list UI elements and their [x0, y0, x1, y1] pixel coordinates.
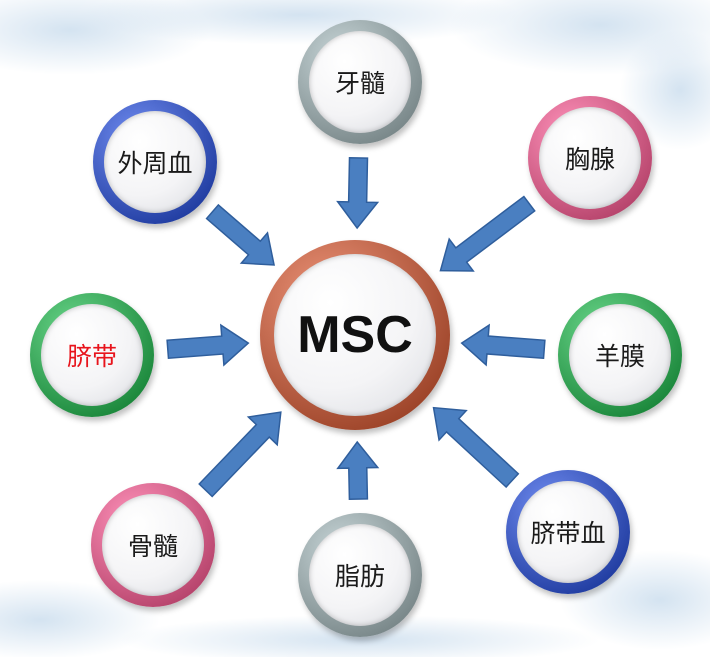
flow-arrow [205, 203, 276, 266]
source-node-adipose: 脂肪 [298, 513, 422, 637]
flow-arrow [198, 411, 282, 498]
source-node-dental-pulp: 牙髓 [298, 20, 422, 144]
source-label: 羊膜 [594, 342, 645, 371]
source-node-thymus: 胸腺 [528, 96, 652, 220]
msc-center-label: MSC [297, 306, 413, 364]
source-label: 脐带血 [530, 519, 606, 548]
flow-arrow [439, 195, 536, 272]
flow-arrow [336, 157, 380, 230]
source-node-umbilical-cord: 脐带 [30, 293, 154, 417]
source-node-bone-marrow: 骨髓 [91, 483, 215, 607]
source-node-cord-blood: 脐带血 [506, 470, 630, 594]
source-label: 骨髓 [127, 532, 178, 561]
flow-arrow [460, 323, 546, 367]
source-label: 胸腺 [564, 145, 615, 174]
source-label: 脐带 [66, 342, 117, 371]
msc-center-node: MSC [260, 240, 450, 430]
flow-arrow [336, 440, 380, 500]
source-node-amnion: 羊膜 [558, 293, 682, 417]
source-label: 脂肪 [334, 562, 385, 591]
msc-center-face: MSC [274, 254, 436, 416]
source-label: 外周血 [117, 149, 193, 178]
flow-arrow [432, 406, 520, 489]
source-node-peripheral-blood: 外周血 [93, 100, 217, 224]
flow-arrow [166, 323, 250, 367]
source-label: 牙髓 [334, 69, 385, 98]
